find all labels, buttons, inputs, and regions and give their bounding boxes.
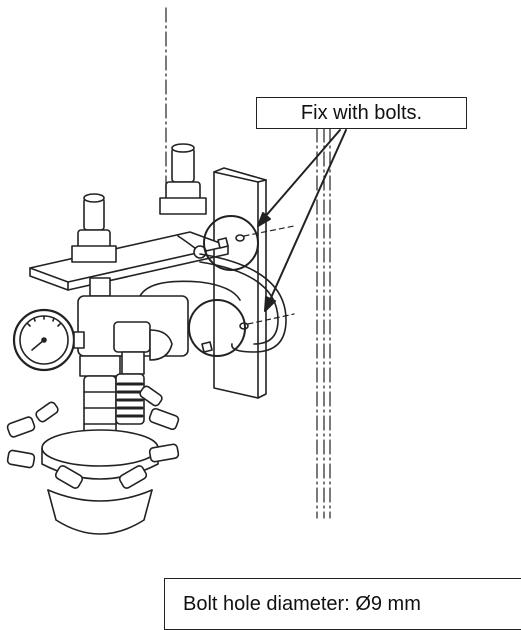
top-fitting-left xyxy=(71,193,117,263)
outlet-ports xyxy=(6,385,180,489)
pressure-gauge-icon xyxy=(12,308,85,372)
leader-arrows xyxy=(257,129,347,312)
bolt-icon xyxy=(201,225,295,353)
fix-with-bolts-callout: Fix with bolts. xyxy=(256,97,467,129)
wall-centerlines xyxy=(165,7,331,519)
top-fitting-right xyxy=(159,143,207,259)
distribution-head xyxy=(41,429,159,535)
regulator-valve-icon xyxy=(113,321,173,425)
bolt-callout-circles xyxy=(188,215,259,357)
bolt-hole-diameter-note: Bolt hole diameter: Ø9 mm xyxy=(164,578,521,630)
wall-plate xyxy=(213,167,267,399)
